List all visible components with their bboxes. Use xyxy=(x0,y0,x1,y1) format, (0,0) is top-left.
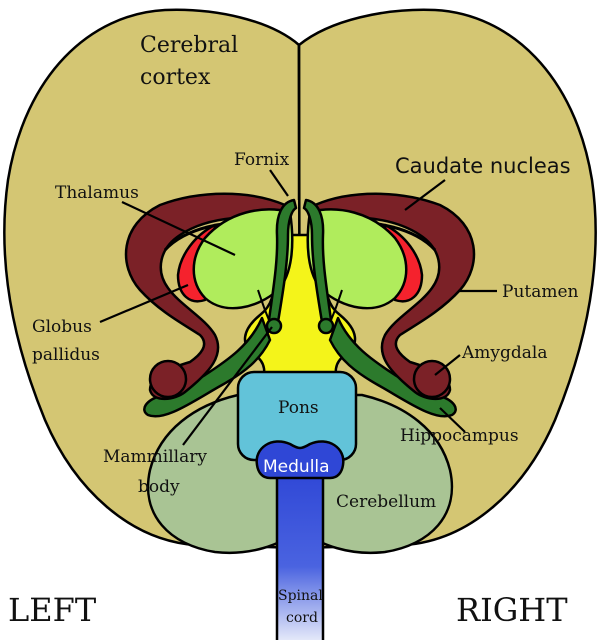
pons-label: Pons xyxy=(278,398,319,418)
medulla xyxy=(255,440,345,480)
cerebral-cortex-label-line1: Cerebral xyxy=(140,33,238,58)
fornix-label: Fornix xyxy=(234,150,290,170)
caudate-leader xyxy=(404,179,446,211)
globus-pallidus-leader xyxy=(99,283,189,324)
fornix-leader xyxy=(269,169,289,197)
right-mammillary-body xyxy=(317,317,335,335)
right-side-label: RIGHT xyxy=(456,591,568,629)
right-thalamus xyxy=(306,208,408,310)
amygdala-label: Amygdala xyxy=(461,343,547,363)
mammillary-body-label-line1: Mammillary xyxy=(103,447,207,467)
left-thalamus xyxy=(192,208,294,310)
left-amygdala xyxy=(148,359,188,399)
mammillary-body-label-line2: body xyxy=(138,477,180,497)
globus-pallidus-label-line2: pallidus xyxy=(32,345,100,365)
spinal-cord xyxy=(275,468,325,640)
hippocampus-leader xyxy=(439,407,466,433)
left-side-label: LEFT xyxy=(8,591,97,629)
globus-pallidus-label-line1: Globus xyxy=(32,317,92,337)
right-caudate-nucleus xyxy=(313,192,476,401)
spinal-cord-label-line1: Spinal xyxy=(278,588,323,604)
cerebral-cortex-label-line2: cortex xyxy=(140,65,211,90)
amygdala-leader xyxy=(434,354,461,376)
left-caudate-nucleus xyxy=(124,192,287,401)
thalamus-label: Thalamus xyxy=(55,183,139,203)
hippocampus-label: Hippocampus xyxy=(400,426,519,446)
spinal-cord-label-line2: cord xyxy=(286,610,318,626)
caudate-nucleus-label: Caudate nucleas xyxy=(395,154,571,178)
thalamus-leader xyxy=(121,201,236,256)
cerebellum-label: Cerebellum xyxy=(336,492,436,512)
mammillary-body-leader xyxy=(182,326,273,446)
putamen-label: Putamen xyxy=(502,282,579,302)
medulla-label: Medulla xyxy=(263,457,330,477)
